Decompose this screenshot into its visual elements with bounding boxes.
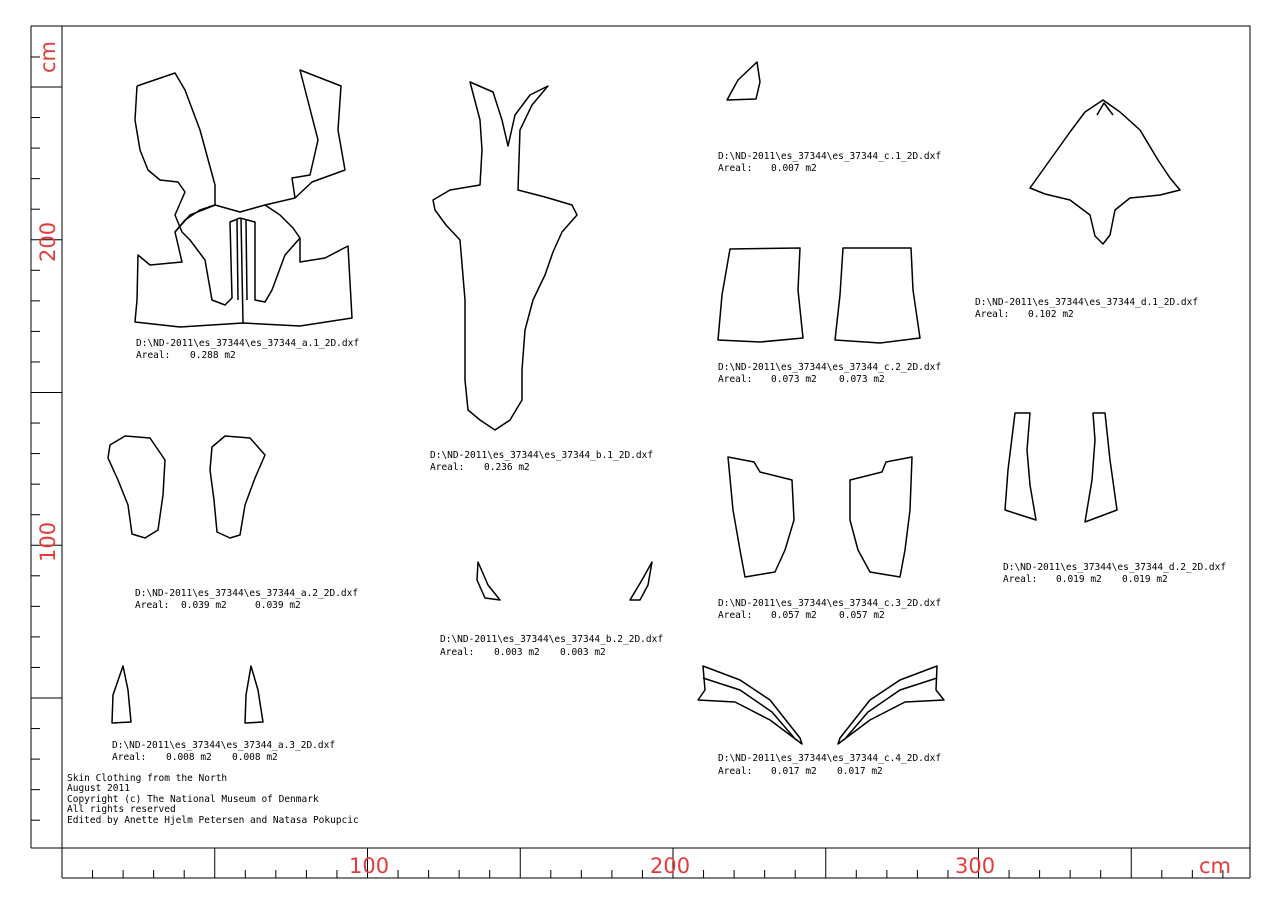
- left-ruler-unit: cm: [36, 41, 60, 73]
- label-c1: D:\ND-2011\es_37344\es_37344_c.1_2D.dxf …: [718, 151, 941, 174]
- label-a3: D:\ND-2011\es_37344\es_37344_a.3_2D.dxf …: [112, 740, 335, 763]
- label-a3-area-2: 0.008 m2: [232, 752, 278, 763]
- label-a1-path: D:\ND-2011\es_37344\es_37344_a.1_2D.dxf: [136, 338, 359, 349]
- piece-a3-outline: [111, 665, 264, 724]
- label-c2-areal: Areal:: [718, 374, 752, 385]
- label-a1-areal: Areal:: [136, 350, 170, 361]
- bottom-ruler-label-300: 300: [955, 854, 995, 878]
- label-c1-area-1: 0.007 m2: [771, 163, 817, 174]
- label-d1: D:\ND-2011\es_37344\es_37344_d.1_2D.dxf …: [975, 297, 1198, 320]
- bottom-ruler-unit: cm: [1199, 854, 1231, 878]
- bottom-ruler-label-100: 100: [349, 854, 389, 878]
- label-c4-area-2: 0.017 m2: [837, 766, 883, 777]
- label-d2-path: D:\ND-2011\es_37344\es_37344_d.2_2D.dxf: [1003, 562, 1226, 573]
- label-a2-area-1: 0.039 m2: [181, 600, 227, 611]
- credits-line-4: All rights reserved: [67, 804, 176, 815]
- label-b1-area-1: 0.236 m2: [484, 462, 530, 473]
- label-c3: D:\ND-2011\es_37344\es_37344_c.3_2D.dxf …: [718, 598, 941, 621]
- piece-c1-outline: [726, 61, 761, 101]
- label-c4-path: D:\ND-2011\es_37344\es_37344_c.4_2D.dxf: [718, 753, 941, 764]
- label-c3-area-1: 0.057 m2: [771, 610, 817, 621]
- label-a2-path: D:\ND-2011\es_37344\es_37344_a.2_2D.dxf: [135, 588, 358, 599]
- label-b2-area-1: 0.003 m2: [494, 647, 540, 658]
- label-d1-areal: Areal:: [975, 309, 1009, 320]
- credits-line-1: Skin Clothing from the North: [67, 773, 227, 784]
- piece-d1-outline: [1029, 99, 1181, 245]
- piece-a1-outline: [134, 69, 353, 328]
- label-c4-areal: Areal:: [718, 766, 752, 777]
- label-a3-area-1: 0.008 m2: [166, 752, 212, 763]
- label-d2-areal: Areal:: [1003, 574, 1037, 585]
- label-c2: D:\ND-2011\es_37344\es_37344_c.2_2D.dxf …: [718, 362, 941, 385]
- piece-c2-outline: [717, 247, 921, 344]
- label-b1: D:\ND-2011\es_37344\es_37344_b.1_2D.dxf …: [430, 450, 653, 473]
- credits-line-2: August 2011: [67, 783, 130, 794]
- label-a3-areal: Areal:: [112, 752, 146, 763]
- label-a2-area-2: 0.039 m2: [255, 600, 301, 611]
- label-d1-path: D:\ND-2011\es_37344\es_37344_d.1_2D.dxf: [975, 297, 1198, 308]
- label-c4: D:\ND-2011\es_37344\es_37344_c.4_2D.dxf …: [718, 753, 941, 777]
- label-a2: D:\ND-2011\es_37344\es_37344_a.2_2D.dxf …: [135, 588, 358, 611]
- credits-line-5: Edited by Anette Hjelm Petersen and Nata…: [67, 815, 359, 826]
- label-b2-path: D:\ND-2011\es_37344\es_37344_b.2_2D.dxf: [440, 634, 663, 645]
- piece-d2-outline: [1004, 412, 1118, 523]
- bottom-ruler-label-200: 200: [650, 854, 690, 878]
- label-a2-areal: Areal:: [135, 600, 169, 611]
- credits-line-3: Copyright (c) The National Museum of Den…: [67, 794, 319, 805]
- label-d2-area-1: 0.019 m2: [1056, 574, 1102, 585]
- label-b2: D:\ND-2011\es_37344\es_37344_b.2_2D.dxf …: [440, 634, 663, 658]
- bottom-ruler-ticks: [61, 848, 1224, 878]
- label-d2: D:\ND-2011\es_37344\es_37344_d.2_2D.dxf …: [1003, 562, 1226, 585]
- label-a1-area-1: 0.288 m2: [190, 350, 236, 361]
- piece-c4-outline: [697, 665, 945, 745]
- label-c1-areal: Areal:: [718, 163, 752, 174]
- label-c1-path: D:\ND-2011\es_37344\es_37344_c.1_2D.dxf: [718, 151, 941, 162]
- piece-c3-outline: [727, 456, 913, 578]
- left-ruler-label-200: 200: [36, 222, 60, 262]
- label-d1-area-1: 0.102 m2: [1028, 309, 1074, 320]
- piece-b2-outline: [476, 561, 653, 601]
- label-a3-path: D:\ND-2011\es_37344\es_37344_a.3_2D.dxf: [112, 740, 335, 751]
- label-c3-areal: Areal:: [718, 610, 752, 621]
- piece-b1-outline: [432, 81, 578, 431]
- label-c3-area-2: 0.057 m2: [839, 610, 885, 621]
- left-ruler-ticks: [31, 56, 62, 821]
- label-c4-area-1: 0.017 m2: [771, 766, 817, 777]
- drawing-frame: [61, 25, 1251, 849]
- label-c2-area-1: 0.073 m2: [771, 374, 817, 385]
- left-ruler-label-100: 100: [36, 522, 60, 562]
- piece-a2-outline: [107, 435, 266, 539]
- label-b1-areal: Areal:: [430, 462, 464, 473]
- credits-block: Skin Clothing from the North August 2011…: [67, 773, 359, 826]
- label-c3-path: D:\ND-2011\es_37344\es_37344_c.3_2D.dxf: [718, 598, 941, 609]
- label-b1-path: D:\ND-2011\es_37344\es_37344_b.1_2D.dxf: [430, 450, 653, 461]
- label-a1: D:\ND-2011\es_37344\es_37344_a.1_2D.dxf …: [136, 338, 359, 361]
- label-b2-areal: Areal:: [440, 647, 474, 658]
- label-c2-path: D:\ND-2011\es_37344\es_37344_c.2_2D.dxf: [718, 362, 941, 373]
- label-b2-area-2: 0.003 m2: [560, 647, 606, 658]
- label-d2-area-2: 0.019 m2: [1122, 574, 1168, 585]
- label-c2-area-2: 0.073 m2: [839, 374, 885, 385]
